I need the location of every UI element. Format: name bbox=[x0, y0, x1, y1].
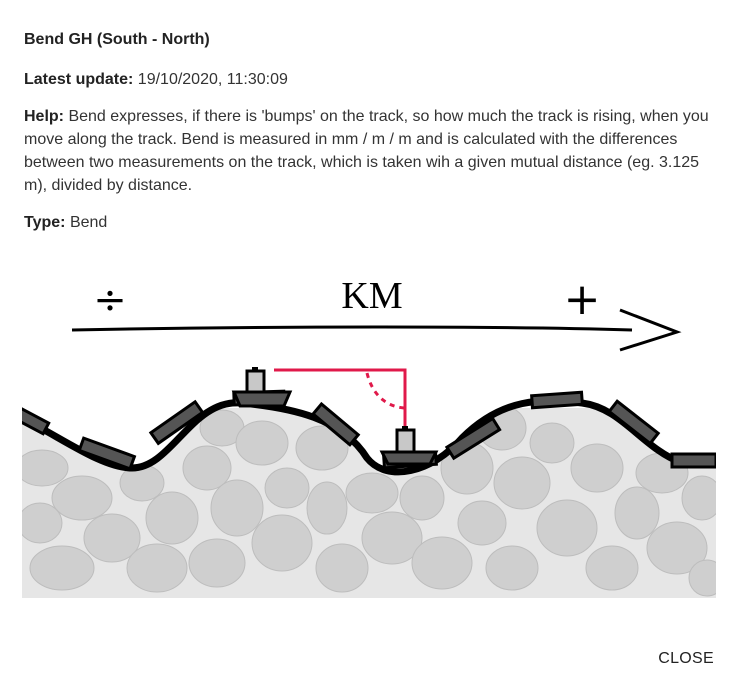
latest-update-label: Latest update: bbox=[24, 71, 134, 88]
measurement-car-right bbox=[379, 426, 439, 466]
close-button[interactable]: CLOSE bbox=[658, 650, 714, 667]
help-label: Help: bbox=[24, 108, 64, 125]
ballast bbox=[22, 405, 716, 598]
type-row: Type: Bend bbox=[24, 211, 717, 234]
direction-axis: ÷ KM + bbox=[71, 274, 682, 352]
type-label: Type: bbox=[24, 214, 66, 231]
dialog-title: Bend GH (South - North) bbox=[24, 31, 210, 48]
latest-update-value: 19/10/2020, 11:30:09 bbox=[137, 71, 288, 88]
help-row: Help: Bend expresses, if there is 'bumps… bbox=[24, 105, 717, 197]
type-value: Bend bbox=[69, 214, 108, 231]
measurement-lines bbox=[274, 368, 407, 426]
plus-symbol: + bbox=[564, 274, 601, 325]
latest-update-row: Latest update: 19/10/2020, 11:30:09 bbox=[24, 68, 717, 91]
sleepers bbox=[22, 389, 716, 471]
dialog-content: Bend GH (South - North) Latest update: 1… bbox=[24, 24, 717, 248]
measurement-car-left bbox=[231, 367, 293, 408]
help-text: Bend expresses, if there is 'bumps' on t… bbox=[24, 108, 709, 194]
bend-illustration: ÷ KM + bbox=[22, 274, 716, 598]
axis-label: KM bbox=[341, 275, 402, 317]
minus-symbol: ÷ bbox=[93, 277, 127, 323]
